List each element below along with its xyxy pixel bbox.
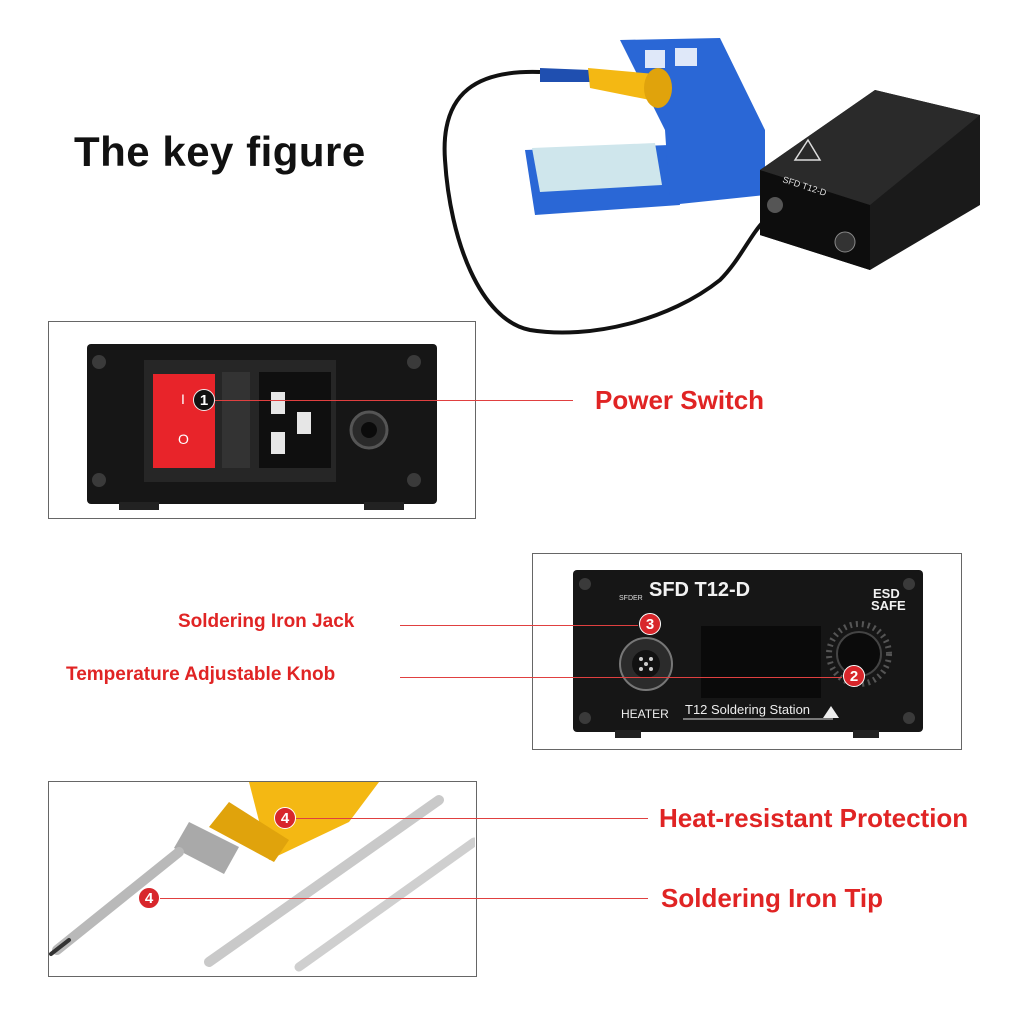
iron-cable [442, 69, 767, 335]
spare-tip [294, 837, 479, 972]
label-iron-tip: Soldering Iron Tip [661, 883, 883, 913]
screw-icon [407, 473, 421, 487]
leader-line-temp-knob [400, 677, 842, 678]
iron-grip [588, 68, 660, 102]
leader-line-iron-tip [160, 898, 648, 899]
iron-grip-ring [644, 68, 672, 108]
iron-nut [174, 822, 239, 874]
hero-product-image: SFD T12-D [442, 38, 980, 335]
screw-icon [903, 712, 915, 724]
jack-pin [649, 667, 653, 671]
marker-4-heat-resistant: 4 [274, 807, 296, 829]
page-title: The key figure [74, 128, 366, 175]
front-panel-image: SFDER SFD T12-D ESD SAFE HEATER T12 Sold… [573, 570, 923, 738]
brand-text: SFDER [619, 595, 643, 602]
leader-line-iron-jack [400, 625, 638, 626]
spare-tip [204, 795, 444, 967]
iec-socket [259, 372, 331, 468]
label-heat-resistant: Heat-resistant Protection [659, 803, 969, 833]
screw-icon [92, 473, 106, 487]
knob-scale [826, 621, 892, 687]
rear-panel-image: I O [87, 344, 437, 510]
safe-text: SAFE [871, 598, 906, 613]
rear-panel-frame: I O [48, 321, 476, 519]
marker-3: 3 [639, 613, 661, 635]
esd-text: ESD [873, 586, 900, 601]
triangle-icon [823, 706, 839, 718]
socket-pin [271, 392, 285, 414]
stand-hole [645, 50, 665, 68]
stand-hole [675, 48, 697, 66]
station-top [760, 90, 980, 205]
label-power-switch: Power Switch [595, 385, 765, 415]
label-iron-jack: Soldering Iron Jack [178, 611, 355, 632]
jack-pin [639, 667, 643, 671]
jack-pin [639, 657, 643, 661]
model-text: SFD T12-D [649, 579, 750, 601]
socket-pin [271, 432, 285, 454]
iron-tip-image [49, 782, 479, 972]
sponge [532, 143, 662, 192]
socket-pin [297, 412, 311, 434]
front-panel-frame: SFDER SFD T12-D ESD SAFE HEATER T12 Sold… [532, 553, 962, 750]
iron-tip-point [49, 938, 71, 956]
iron-handle-rear [540, 68, 595, 82]
screw-icon [579, 712, 591, 724]
leader-line-power-switch [215, 400, 573, 401]
marker-4-iron-tip: 4 [138, 887, 160, 909]
ground-terminal-hole [361, 422, 377, 438]
marker-1: 1 [193, 389, 215, 411]
iron-tip-shaft [52, 847, 184, 955]
screw-icon [903, 578, 915, 590]
warning-icon [793, 138, 822, 161]
front-jack [767, 197, 783, 213]
iron-grip-nose [209, 802, 289, 862]
power-switch-rocker [153, 374, 215, 468]
switch-off-mark: O [178, 431, 189, 447]
foot [615, 730, 641, 738]
iron-tip-frame [48, 781, 479, 977]
display-window [701, 626, 821, 698]
screw-icon [407, 355, 421, 369]
fuse-holder [222, 372, 250, 468]
foot [119, 502, 159, 510]
marker-2: 2 [843, 665, 865, 687]
switch-on-mark: I [181, 391, 185, 407]
jack-pin [644, 662, 648, 666]
front-knob [834, 231, 856, 253]
heater-text: HEATER [621, 707, 669, 721]
screw-icon [92, 355, 106, 369]
screw-icon [579, 578, 591, 590]
label-temp-knob: Temperature Adjustable Knob [66, 664, 336, 685]
station-text: T12 Soldering Station [685, 702, 810, 717]
leader-line-heat-resistant [296, 818, 648, 819]
foot [364, 502, 404, 510]
jack-pin [649, 657, 653, 661]
foot [853, 730, 879, 738]
